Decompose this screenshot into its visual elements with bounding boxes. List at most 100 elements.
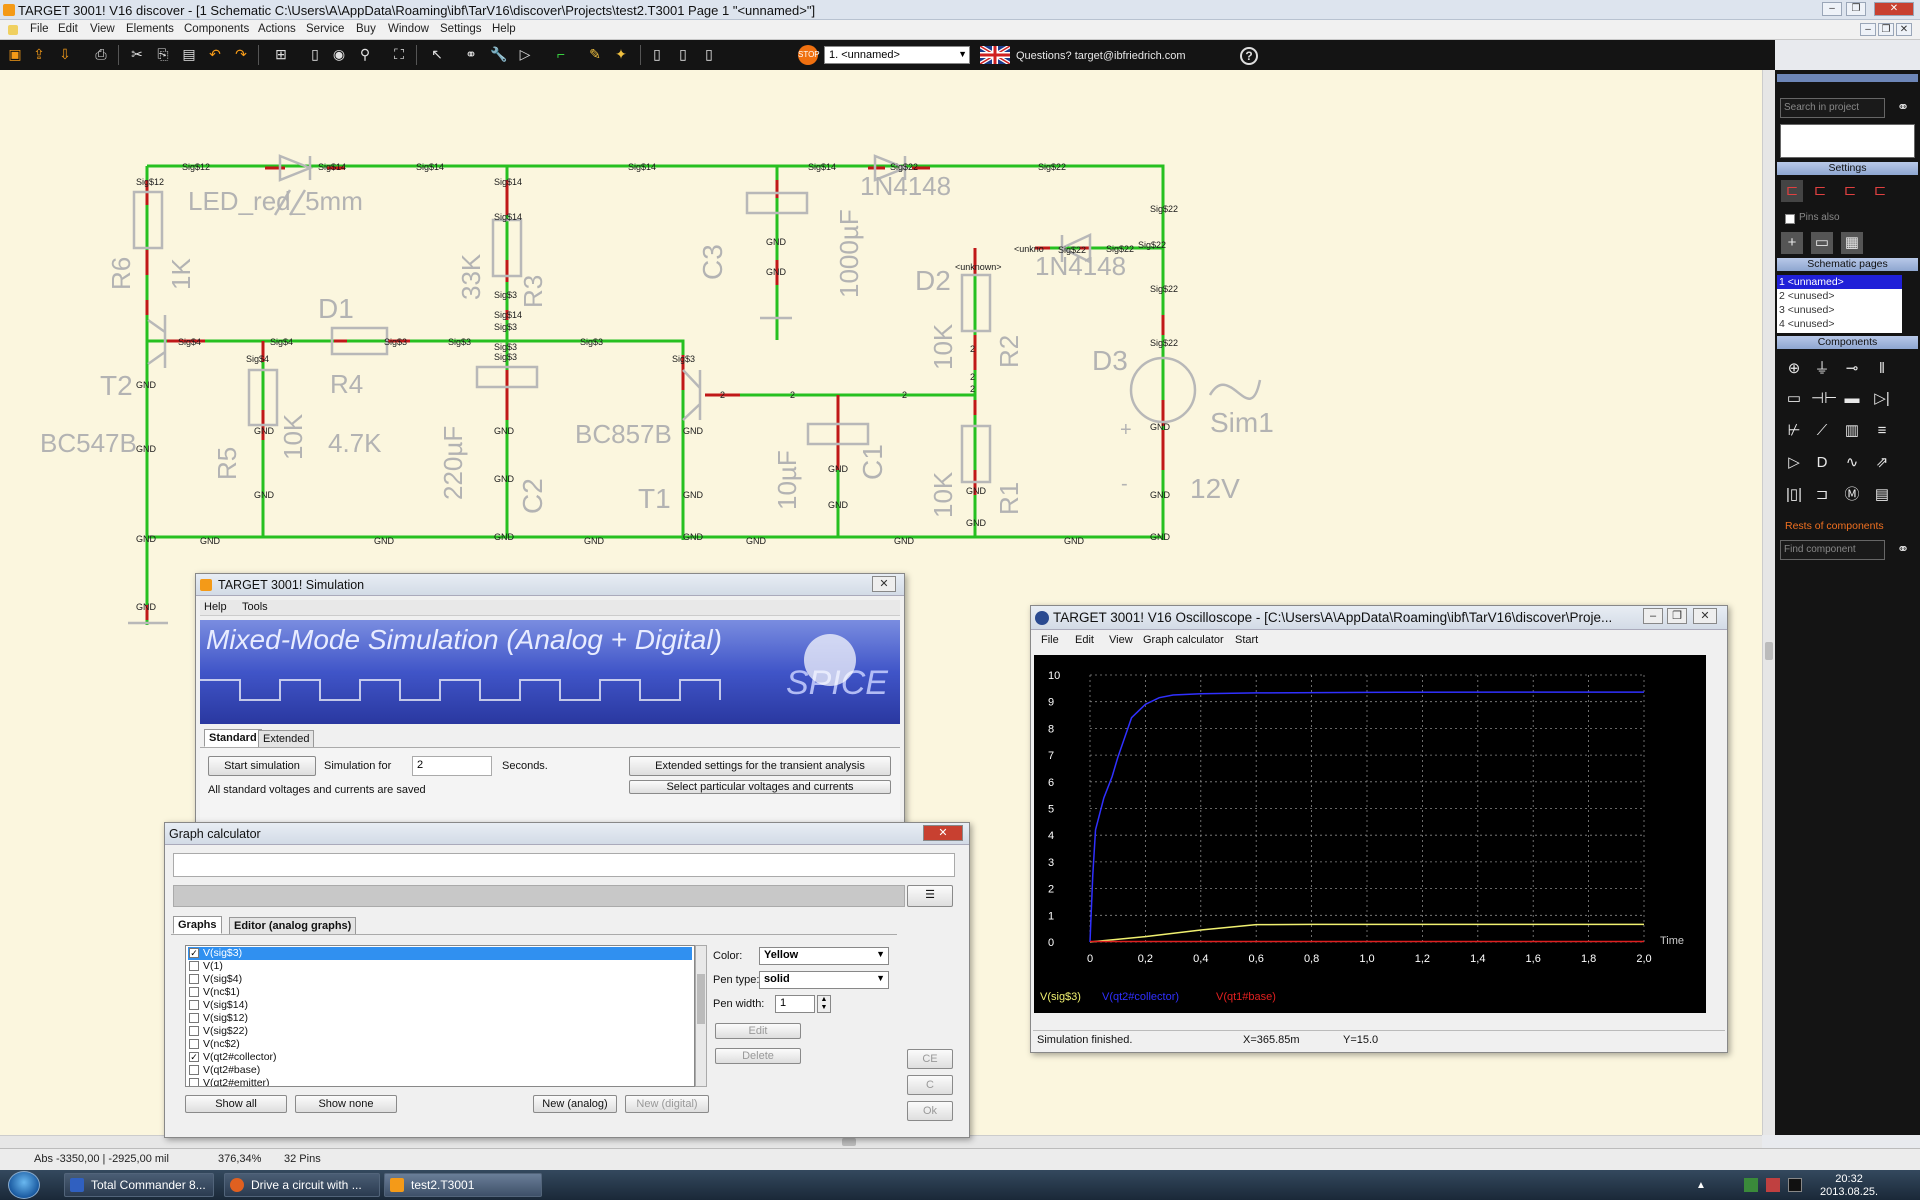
page-select[interactable]: 1. <unnamed>▼: [824, 46, 970, 64]
graph-list-item[interactable]: V(sig$12): [188, 1012, 692, 1025]
graph-list-item[interactable]: V(1): [188, 960, 692, 973]
amplifier-icon[interactable]: ▷: [1788, 454, 1800, 471]
formula-input[interactable]: [173, 853, 955, 877]
simulation-titlebar[interactable]: TARGET 3001! Simulation ✕: [196, 574, 904, 596]
close-icon[interactable]: ✕: [872, 576, 896, 592]
battery-icon[interactable]: ‖: [1878, 360, 1886, 377]
crystal-icon[interactable]: |▯|: [1785, 486, 1803, 503]
menu-edit[interactable]: Edit: [58, 23, 78, 35]
graph-list-item[interactable]: V(sig$4): [188, 973, 692, 986]
hscroll-thumb[interactable]: [842, 1138, 856, 1146]
maximize-button[interactable]: ❐: [1667, 608, 1687, 624]
pins-also-checkbox[interactable]: [1785, 214, 1795, 224]
menu-service[interactable]: Service: [306, 23, 345, 35]
delete-button[interactable]: Delete: [715, 1048, 801, 1064]
start-button[interactable]: [8, 1171, 40, 1199]
graph-list-item[interactable]: V(nc$1): [188, 986, 692, 999]
graph-checkbox[interactable]: [189, 1000, 199, 1010]
doc-restore-button[interactable]: ❐: [1878, 23, 1894, 36]
tray-monitor-icon[interactable]: [1788, 1178, 1802, 1192]
resistor-icon[interactable]: ▭: [1786, 390, 1802, 407]
uk-flag-icon[interactable]: [980, 46, 1010, 64]
graph-list-scroll-thumb[interactable]: [697, 974, 705, 1024]
pen-icon[interactable]: ✎: [589, 46, 601, 62]
add-icon[interactable]: +: [1781, 232, 1803, 254]
graph-checkbox[interactable]: [189, 961, 199, 971]
close-icon[interactable]: ✕: [923, 825, 963, 841]
gate-icon[interactable]: D: [1816, 454, 1828, 471]
graph-list-item[interactable]: V(qt2#emitter): [188, 1077, 692, 1086]
graph-checkbox[interactable]: [189, 1065, 199, 1075]
doc-minimize-button[interactable]: –: [1860, 23, 1876, 36]
menu-view[interactable]: View: [90, 23, 115, 35]
connector-icon[interactable]: ⊸: [1845, 360, 1859, 377]
graph-checkbox[interactable]: [189, 987, 199, 997]
ground-icon[interactable]: ⏚: [1814, 360, 1830, 377]
tray-network-icon[interactable]: [1744, 1178, 1758, 1192]
cut-icon[interactable]: ✂: [131, 46, 143, 62]
new-icon[interactable]: ▣: [8, 46, 22, 62]
select-voltages-button[interactable]: Select particular voltages and currents: [629, 780, 891, 794]
wire-mode-2-icon[interactable]: ⊏: [1813, 182, 1827, 199]
maximize-button[interactable]: ❐: [1846, 2, 1866, 16]
page-4-icon[interactable]: ▯: [705, 46, 713, 62]
support-email-link[interactable]: Questions? target@ibfriedrich.com: [1016, 50, 1186, 62]
graph-checkbox[interactable]: [189, 1013, 199, 1023]
binoculars-icon[interactable]: ⚭: [465, 46, 477, 62]
open-icon[interactable]: ⇪: [33, 46, 45, 62]
graph-list-item[interactable]: ✓V(sig$3): [188, 947, 692, 960]
probe-icon[interactable]: ⊕: [1787, 360, 1801, 377]
clear-entry-button[interactable]: CE: [907, 1049, 953, 1069]
new-analog-button[interactable]: New (analog): [533, 1095, 617, 1113]
menu-settings[interactable]: Settings: [440, 23, 482, 35]
menu-help[interactable]: Help: [492, 23, 516, 35]
components-header[interactable]: Components: [1777, 336, 1918, 349]
graph-list-item[interactable]: V(nc$2): [188, 1038, 692, 1051]
oscilloscope-titlebar[interactable]: TARGET 3001! V16 Oscilloscope - [C:\User…: [1031, 606, 1727, 630]
print-icon[interactable]: ⎙: [95, 46, 107, 62]
switch-icon[interactable]: ⟋: [1816, 422, 1828, 439]
wire-mode-3-icon[interactable]: ⊏: [1843, 182, 1857, 199]
motor-icon[interactable]: Ⓜ: [1844, 486, 1860, 503]
graph-checkbox[interactable]: ✓: [189, 948, 199, 958]
new-digital-button[interactable]: New (digital): [625, 1095, 709, 1113]
menu-button[interactable]: ☰: [907, 885, 953, 907]
task-target3001[interactable]: test2.T3001: [384, 1173, 542, 1197]
pointer-icon[interactable]: ↖: [431, 46, 443, 62]
paste-icon[interactable]: ▤: [182, 46, 196, 62]
fuse-icon[interactable]: ▬: [1844, 390, 1860, 407]
simulation-time-input[interactable]: 2: [412, 756, 492, 776]
redo-icon[interactable]: ↷: [235, 46, 247, 62]
page-item-1[interactable]: 1 <unnamed>: [1777, 275, 1902, 289]
osc-menu-edit[interactable]: Edit: [1075, 634, 1094, 646]
insert-symbol-icon[interactable]: ▷: [519, 46, 531, 62]
pen-width-input[interactable]: 1: [775, 995, 815, 1013]
sim-menu-help[interactable]: Help: [204, 601, 227, 613]
graph-calc-titlebar[interactable]: Graph calculator ✕: [165, 823, 969, 845]
task-total-commander[interactable]: Total Commander 8...: [64, 1173, 214, 1197]
pen-type-select[interactable]: solid▼: [759, 971, 889, 989]
graph-list-item[interactable]: ✓V(qt2#collector): [188, 1051, 692, 1064]
copy-icon[interactable]: ⎘: [157, 46, 169, 62]
vertical-scrollbar[interactable]: [1762, 70, 1775, 1135]
stop-icon[interactable]: STOP: [798, 45, 820, 65]
import-icon[interactable]: ⇩: [59, 46, 71, 62]
graph-checkbox[interactable]: [189, 974, 199, 984]
minimize-button[interactable]: –: [1643, 608, 1663, 624]
draw-wire-icon[interactable]: ⌐: [556, 46, 566, 62]
panel-grip[interactable]: [1777, 74, 1918, 82]
eye-icon[interactable]: ◉: [332, 46, 346, 62]
task-browser[interactable]: Drive a circuit with ...: [224, 1173, 380, 1197]
tray-expand-icon[interactable]: ▲: [1696, 1180, 1706, 1191]
graph-checkbox[interactable]: [189, 1039, 199, 1049]
graph-checkbox[interactable]: [189, 1026, 199, 1036]
osc-menu-view[interactable]: View: [1109, 634, 1133, 646]
properties-icon[interactable]: ▯: [311, 46, 319, 62]
graph-list-scrollbar[interactable]: [695, 945, 707, 1087]
graph-checkbox[interactable]: [189, 1078, 199, 1086]
tab-standard[interactable]: Standard: [204, 729, 262, 747]
minimize-button[interactable]: –: [1822, 2, 1842, 16]
menu-elements[interactable]: Elements: [126, 23, 174, 35]
